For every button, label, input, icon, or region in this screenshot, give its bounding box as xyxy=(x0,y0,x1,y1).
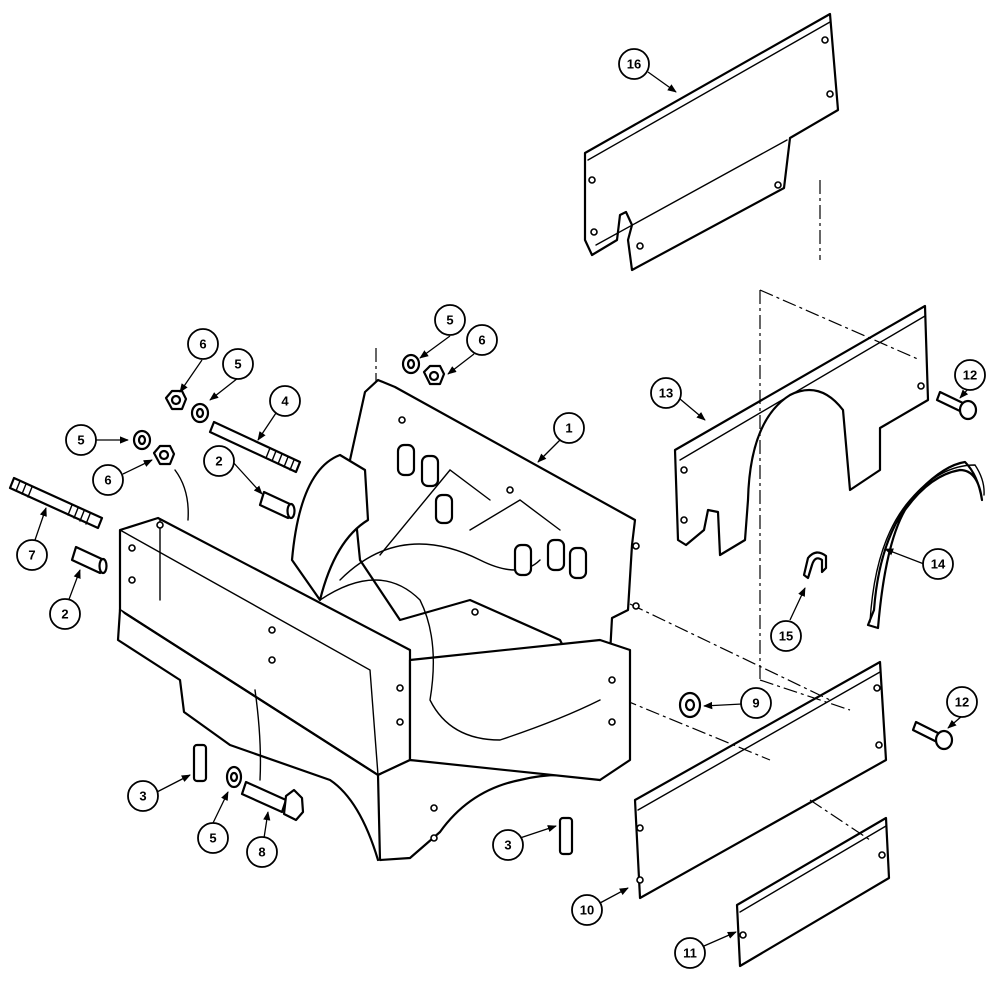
callout-label: 5 xyxy=(209,831,216,846)
bolt-12-lower xyxy=(911,720,954,751)
callout-label: 15 xyxy=(779,629,793,644)
u-bolt-14 xyxy=(866,460,985,630)
callout-label: 8 xyxy=(258,845,265,860)
callout-label: 1 xyxy=(565,421,572,436)
callout: 1 xyxy=(553,412,585,444)
callout-label: 2 xyxy=(215,454,222,469)
callout: 5 xyxy=(65,424,97,456)
callout: 3 xyxy=(492,829,524,861)
callout-label: 4 xyxy=(281,394,289,409)
callout-label: 10 xyxy=(580,903,594,918)
callout-label: 6 xyxy=(199,337,206,352)
callout-label: 5 xyxy=(234,357,241,372)
callout-label: 16 xyxy=(627,57,641,72)
callout: 10 xyxy=(571,894,603,926)
callout: 6 xyxy=(92,464,124,496)
callout-label: 5 xyxy=(446,313,453,328)
callout: 2 xyxy=(49,598,81,630)
stud-7 xyxy=(8,476,104,530)
callout-label: 11 xyxy=(683,946,697,961)
callout-label: 6 xyxy=(104,473,111,488)
callout: 13 xyxy=(650,377,682,409)
callout: 5 xyxy=(434,304,466,336)
washer-5-d xyxy=(225,765,243,789)
leader-lines xyxy=(34,71,969,947)
washer-5-a xyxy=(401,353,421,375)
bottom-plate-11 xyxy=(735,816,891,968)
shield-plate-16 xyxy=(583,12,840,272)
callout: 3 xyxy=(127,780,159,812)
callout-label: 6 xyxy=(478,333,485,348)
callout: 16 xyxy=(618,48,650,80)
callout-label: 5 xyxy=(77,433,84,448)
callout-label: 12 xyxy=(963,368,977,383)
dowel-3-right xyxy=(558,816,574,856)
callout-label: 9 xyxy=(752,696,759,711)
callout-label: 3 xyxy=(504,838,511,853)
callout-label: 13 xyxy=(659,386,673,401)
bolt-12-upper xyxy=(935,390,978,421)
callout: 5 xyxy=(222,348,254,380)
nut-6-c xyxy=(152,444,176,466)
stud-4 xyxy=(208,420,302,474)
washer-5-b xyxy=(190,402,210,424)
callout: 5 xyxy=(197,822,229,854)
dowel-2-upper xyxy=(258,490,296,520)
callout: 12 xyxy=(954,359,986,391)
bolt-8 xyxy=(240,780,305,822)
nut-6-b xyxy=(164,389,188,411)
side-plate-13 xyxy=(673,304,930,557)
callout-label: 14 xyxy=(931,557,946,572)
callout: 15 xyxy=(770,620,802,652)
callout: 7 xyxy=(16,539,48,571)
nut-6-a xyxy=(422,364,446,386)
callout-label: 3 xyxy=(139,789,146,804)
callout: 6 xyxy=(187,328,219,360)
callout: 11 xyxy=(674,937,706,969)
dowel-3-left xyxy=(192,743,208,783)
dowel-2-lower xyxy=(70,545,108,575)
u-clip-15 xyxy=(802,551,828,580)
callout-label: 7 xyxy=(28,548,35,563)
callout-label: 12 xyxy=(955,695,969,710)
callout: 6 xyxy=(466,324,498,356)
callout: 12 xyxy=(946,686,978,718)
callout: 9 xyxy=(740,687,772,719)
washer-5-c xyxy=(132,429,152,451)
washer-9 xyxy=(678,691,702,719)
callout: 14 xyxy=(922,548,954,580)
callout: 2 xyxy=(203,445,235,477)
main-frame-1 xyxy=(116,378,640,862)
side-plate-10 xyxy=(633,660,888,900)
callout: 4 xyxy=(269,385,301,417)
callout: 8 xyxy=(246,836,278,868)
callout-label: 2 xyxy=(61,607,68,622)
